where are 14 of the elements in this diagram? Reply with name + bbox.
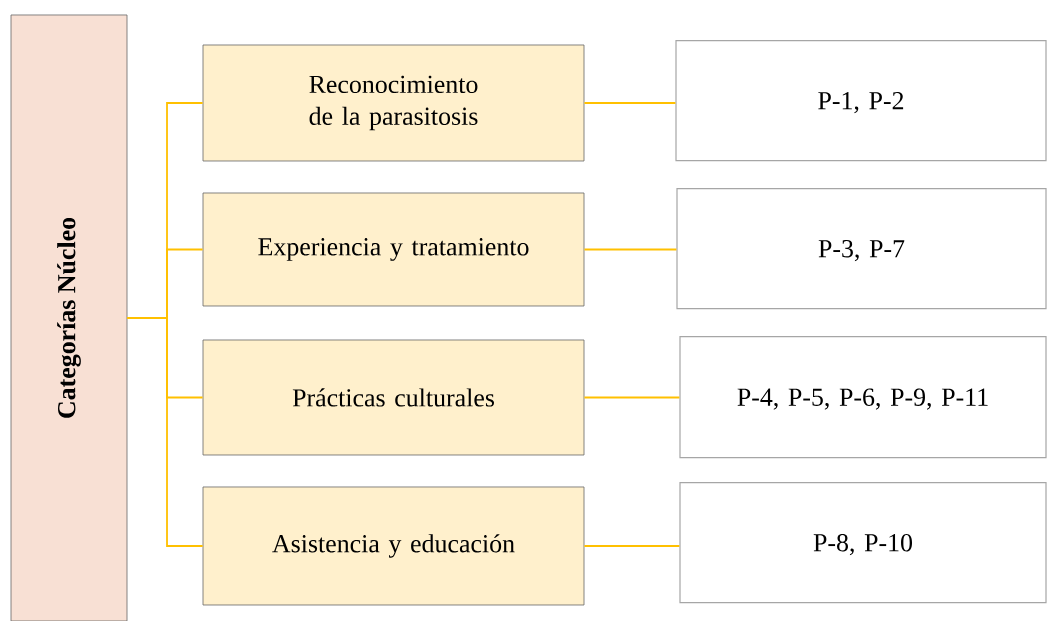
category-bar: Categorías Núcleo — [10, 14, 128, 621]
category-box: Prácticas culturales — [202, 339, 585, 456]
code-box: P-4, P-5, P-6, P-9, P-11 — [679, 336, 1047, 459]
code-box: P-8, P-10 — [679, 482, 1047, 604]
connector-line — [584, 396, 680, 399]
code-box: P-1, P-2 — [675, 40, 1047, 162]
category-box: Asistencia y educación — [202, 486, 585, 606]
category-box: Reconocimiento de la parasitosis — [202, 44, 585, 162]
connector-line — [584, 101, 676, 105]
connector-line — [584, 248, 677, 251]
connector-line — [126, 317, 204, 547]
code-box: P-3, P-7 — [676, 188, 1047, 310]
connector-line — [584, 544, 680, 548]
category-box: Experiencia y tratamiento — [202, 192, 585, 307]
